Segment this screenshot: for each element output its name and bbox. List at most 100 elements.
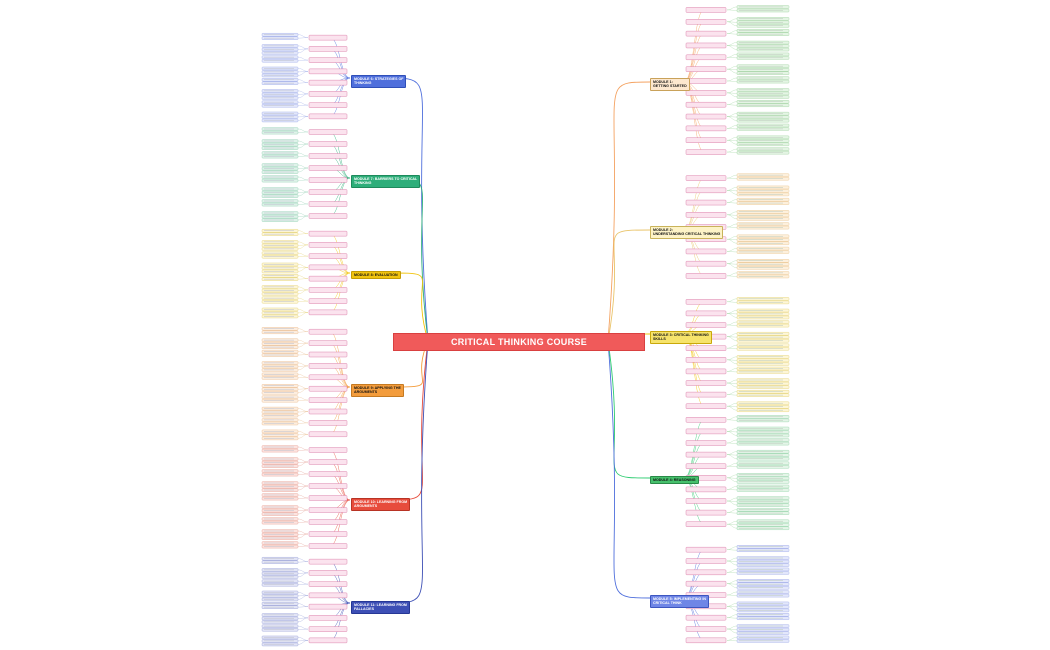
leaf-connector [297, 200, 309, 205]
leaf-connector [297, 252, 309, 257]
leaf-connector [726, 137, 738, 141]
central-topic-label: CRITICAL THINKING COURSE [450, 337, 588, 347]
leaf-connector [726, 9, 738, 11]
leaf-connector [726, 403, 738, 407]
subtopic-node [308, 189, 348, 195]
subtopic-node [308, 309, 348, 316]
subtopic-node [308, 340, 348, 346]
leaf-connector [726, 89, 738, 93]
leaf-connector [297, 155, 309, 157]
subtopic-node [308, 397, 348, 403]
subtopic-node [685, 440, 727, 446]
subtopic-node [685, 66, 727, 72]
leaf-connector [726, 42, 738, 46]
leaf-connector [726, 477, 738, 482]
leaf-connector [726, 521, 738, 525]
leaf-connector [726, 500, 738, 506]
module-node-7[interactable]: MODULE 7: BARRIERS TO CRITICAL THINKING [351, 175, 421, 188]
subtopic-node [685, 428, 727, 435]
leaf-connector [726, 116, 738, 121]
leaf-connector [726, 140, 738, 145]
module-node-9[interactable]: MODULE 9: APPLYING THE ARGUMENTS [351, 384, 404, 397]
leaf-connector [726, 474, 738, 478]
subtopic-node [685, 569, 727, 576]
leaf-connector [726, 454, 738, 459]
leaf-connector [297, 351, 309, 355]
leaf-connector [726, 223, 738, 228]
leaf-connector [726, 628, 738, 634]
module-node-2[interactable]: MODULE 2: UNDERSTANDING CRITICAL THINKIN… [650, 226, 724, 239]
leaf-connector [297, 497, 309, 499]
leaf-connector [726, 580, 738, 584]
leaf-connector [297, 167, 309, 173]
leaf-connector [297, 396, 309, 401]
subtopic-node [685, 403, 727, 409]
leaf-connector [297, 164, 309, 169]
leaf-connector [726, 489, 738, 491]
subtopic-node [308, 79, 348, 86]
leaf-connector [297, 388, 309, 393]
central-topic[interactable]: CRITICAL THINKING COURSE [393, 333, 645, 351]
leaf-connector [297, 312, 309, 317]
module-node-10[interactable]: MODULE 10: LEARNING FROM ARGUMENTS [351, 498, 411, 511]
leaf-connector [726, 321, 738, 326]
leaf-connector [297, 90, 309, 95]
leaf-connector [297, 297, 309, 302]
subtopic-node [308, 447, 348, 453]
leaf-connector [297, 617, 309, 623]
subtopic-node [308, 626, 348, 632]
leaf-connector [297, 592, 309, 596]
leaf-connector [297, 143, 309, 149]
leaf-connector [726, 69, 738, 74]
sub-connector-left [329, 572, 351, 604]
leaf-connector [297, 230, 309, 234]
subtopic-node [685, 19, 727, 25]
leaf-connector [297, 278, 309, 280]
leaf-connector [726, 345, 738, 349]
branch-left-3 [386, 272, 429, 342]
subtopic-node [308, 431, 348, 437]
leaf-connector [297, 188, 309, 193]
leaf-connector [297, 583, 309, 585]
leaf-connector [726, 248, 738, 252]
leaf-connector [726, 512, 738, 514]
leaf-connector [726, 439, 738, 444]
module-node-3[interactable]: MODULE 3: CRITICAL THINKING SKILLS [650, 331, 712, 344]
subtopic-node [685, 486, 727, 493]
leaf-connector [726, 239, 738, 244]
leaf-connector [297, 140, 309, 145]
leaf-connector [726, 382, 738, 388]
leaf-connector [297, 558, 309, 562]
leaf-connector [726, 617, 738, 619]
module-node-6[interactable]: MODULE 6: STRATEGIES OF THINKING [351, 75, 407, 88]
subtopic-node [685, 137, 727, 143]
leaf-connector [726, 333, 738, 337]
leaf-connector [726, 301, 738, 303]
subtopic-node [685, 463, 727, 469]
leaf-connector [726, 236, 738, 240]
subtopic-node [685, 101, 727, 108]
leaf-connector [297, 309, 309, 313]
leaf-connector [726, 260, 738, 264]
module-node-11[interactable]: MODULE 11: LEARNING FROM FALLACIES [351, 601, 410, 614]
module-node-4[interactable]: MODULE 4: REASONING [650, 476, 699, 485]
module-node-1[interactable]: MODULE 1: GETTING STARTED [650, 78, 690, 91]
subtopic-node [308, 68, 348, 75]
leaf-connector [726, 368, 738, 372]
leaf-connector [297, 637, 309, 641]
module-node-5[interactable]: MODULE 5: IMPLEMENTING IN CRITICAL THINK [650, 595, 709, 608]
subtopic-node [308, 298, 348, 304]
leaf-connector [726, 190, 738, 195]
leaf-connector [726, 275, 738, 277]
module-node-8[interactable]: MODULE 8: EVALUATION [351, 271, 401, 280]
leaf-connector [726, 348, 738, 349]
leaf-connector [726, 272, 738, 277]
subtopic-node [685, 380, 727, 386]
leaf-connector [726, 557, 738, 562]
sub-connector-right [683, 190, 705, 231]
leaf-connector [297, 68, 309, 72]
leaf-connector [726, 187, 738, 191]
leaf-connector [297, 482, 309, 487]
leaf-connector [297, 215, 309, 221]
